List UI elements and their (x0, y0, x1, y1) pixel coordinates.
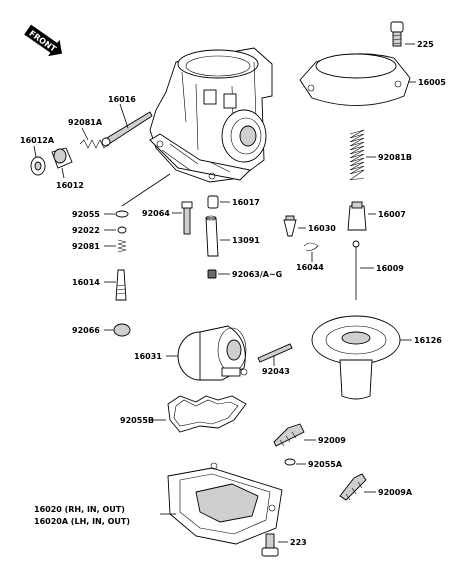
callout-92055B: 92055B (120, 416, 154, 425)
pilot-screw-16016 (101, 111, 153, 147)
callout-92009A: 92009A (378, 488, 413, 497)
washer-16012A (30, 156, 46, 176)
callout-92043: 92043 (262, 367, 290, 376)
diaphragm-16126 (311, 315, 401, 400)
screw-225 (390, 21, 404, 47)
choke-assembly-16031 (177, 325, 248, 381)
callout-16009: 16009 (376, 264, 404, 273)
float-valve-16030 (283, 215, 297, 237)
callout-92063: 92063/A~G (232, 270, 282, 279)
callout-16126: 16126 (414, 336, 442, 345)
callout-92009: 92009 (318, 436, 346, 445)
spring-92081 (117, 239, 127, 253)
screw-92009 (273, 423, 305, 447)
callout-225: 225 (417, 40, 434, 49)
float-bowl-16020 (167, 462, 283, 545)
callout-16005: 16005 (418, 78, 446, 87)
needle-jet-16014 (115, 269, 127, 301)
needle-holder-16007 (347, 201, 367, 231)
screw-92009A (339, 473, 367, 501)
callout-92022: 92022 (72, 226, 100, 235)
callout-16031: 16031 (134, 352, 162, 361)
callout-92081A: 92081A (68, 118, 103, 127)
screw-223 (261, 533, 279, 557)
callout-16030: 16030 (308, 224, 336, 233)
pin-92043 (257, 343, 293, 363)
plug-92066 (113, 323, 131, 337)
jet-16017 (207, 195, 219, 209)
washer-92022 (117, 226, 127, 234)
fitting-16012 (51, 147, 73, 169)
callout-16017: 16017 (232, 198, 260, 207)
callout-92066: 92066 (72, 326, 100, 335)
jet-needle-16009 (352, 240, 360, 300)
callout-16007: 16007 (378, 210, 406, 219)
main-jet-92063 (207, 269, 217, 279)
spring-92081B (349, 129, 365, 181)
callout-16014: 16014 (72, 278, 100, 287)
pin-92064 (181, 201, 193, 235)
callout-16012: 16012 (56, 181, 84, 190)
callout-16012A: 16012A (20, 136, 55, 145)
callout-92081B: 92081B (378, 153, 412, 162)
callout-92055A: 92055A (308, 460, 343, 469)
callout-16016: 16016 (108, 95, 136, 104)
callout-16020: 16020 (RH, IN, OUT) (34, 505, 125, 514)
callout-13091: 13091 (232, 236, 260, 245)
callout-92081: 92081 (72, 242, 100, 251)
callout-92055: 92055 (72, 210, 100, 219)
callout-16020A: 16020A (LH, IN, OUT) (34, 517, 130, 526)
callout-16044: 16044 (296, 263, 324, 272)
o-ring-92055A (284, 458, 296, 466)
callout-92064: 92064 (142, 209, 170, 218)
gasket-92055B (167, 395, 247, 433)
clip-16044 (303, 242, 319, 251)
callout-223: 223 (290, 538, 307, 547)
carburetor-body (149, 47, 273, 183)
spring-92081A (79, 139, 109, 149)
top-cover-16005 (299, 53, 411, 106)
front-arrow-icon: FRONT (24, 24, 63, 57)
o-ring-92055 (115, 210, 129, 218)
tube-13091 (205, 215, 219, 257)
